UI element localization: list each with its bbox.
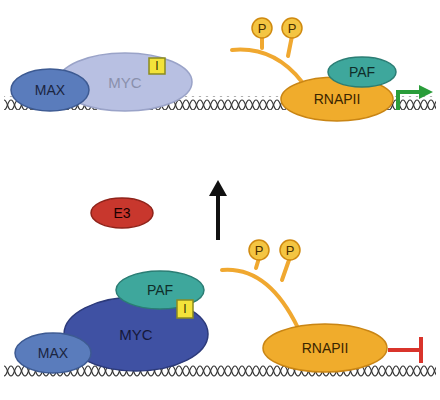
polymerase-ellipse: RNAPII [262, 323, 388, 373]
node-label: MYC [108, 75, 141, 90]
phospho-circle: P [281, 17, 303, 39]
inhibitor-square-fill [177, 300, 193, 318]
inhibitor-square-fill [149, 58, 165, 74]
ctd-branch [282, 260, 289, 280]
polymerase-ellipse-fill [281, 77, 393, 121]
node-label: E3 [113, 206, 130, 220]
inhibitor-square: I [176, 299, 194, 319]
protein-ellipse-fill [11, 69, 89, 111]
inhibitor-square: I [148, 57, 166, 75]
phospho-circle-fill [280, 240, 300, 260]
transition-arrow [216, 194, 220, 240]
protein-ellipse-fill [58, 53, 192, 111]
phospho-circle-fill [282, 18, 302, 38]
phospho-circle: P [279, 239, 301, 261]
active-arrow [398, 92, 420, 110]
protein-ellipse: PAF [327, 56, 397, 88]
node-label: RNAPII [302, 341, 349, 355]
node-label: PAF [147, 283, 173, 297]
node-label: MYC [119, 327, 152, 342]
node-label: P [286, 244, 295, 257]
transition-arrowhead [209, 180, 227, 196]
ctd-branch [288, 36, 292, 56]
node-label: PAF [349, 65, 375, 79]
node-label: I [183, 303, 186, 315]
protein-ellipse: MAX [10, 68, 90, 112]
node-label: P [255, 244, 264, 257]
protein-ellipse-fill [15, 333, 91, 373]
ligase-ellipse: E3 [90, 197, 154, 229]
phospho-circle-fill [252, 18, 272, 38]
ctd-tail [232, 50, 302, 82]
ligase-ellipse-fill [91, 198, 153, 228]
node-label: RNAPII [314, 92, 361, 106]
node-label: I [155, 60, 158, 72]
node-label: MAX [35, 83, 65, 97]
active-arrowhead [419, 85, 433, 99]
repression-bar [419, 337, 423, 363]
repression-bar [388, 348, 421, 352]
phospho-circle: P [251, 17, 273, 39]
protein-ellipse-fill [328, 57, 396, 87]
ctd-tail [222, 270, 298, 328]
polymerase-ellipse-fill [263, 324, 387, 372]
protein-ellipse: MAX [14, 332, 92, 374]
phospho-circle: P [248, 239, 270, 261]
node-label: P [288, 22, 297, 35]
node-label: P [258, 22, 267, 35]
phospho-circle-fill [249, 240, 269, 260]
node-label: MAX [38, 346, 68, 360]
protein-ellipse-fill [64, 297, 208, 371]
